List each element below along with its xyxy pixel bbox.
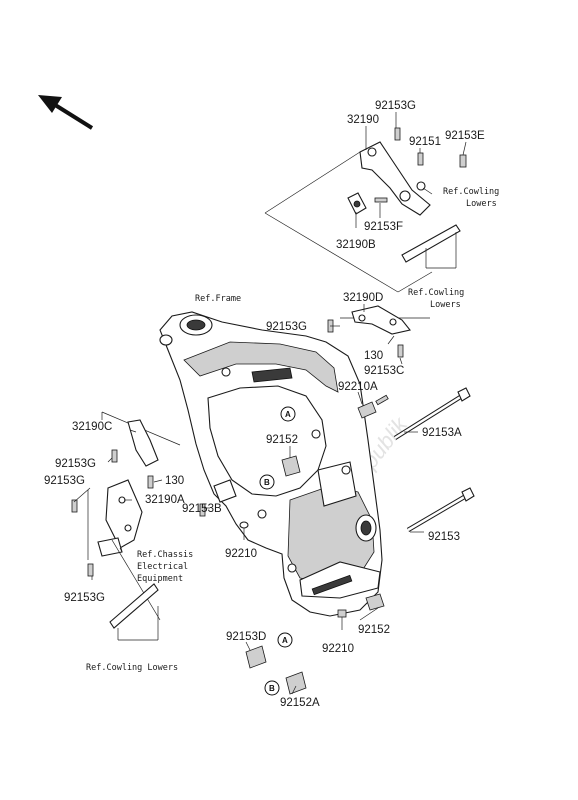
label-92152-right: 92152 — [358, 624, 390, 636]
label-32190A: 32190A — [145, 494, 185, 506]
ref-cowling-2: Ref.Cowling — [408, 288, 464, 298]
collar-92152 — [281, 455, 301, 477]
label-32190B: 32190B — [336, 239, 376, 251]
collar-92210-bottom — [337, 609, 347, 618]
label-92153G-bottom: 92153G — [64, 592, 105, 604]
label-92153D: 92153D — [226, 631, 266, 643]
ref-cowling-2-lowers: Lowers — [430, 300, 461, 310]
ref-frame: Ref.Frame — [195, 294, 241, 304]
collar-92152-right — [365, 593, 385, 611]
spacer-92152A — [285, 671, 307, 695]
label-92210A: 92210A — [338, 381, 378, 393]
label-92153E: 92153E — [445, 130, 485, 142]
svg-text:A: A — [282, 636, 288, 645]
bolt-92153A — [393, 387, 471, 440]
label-92153G-top: 92153G — [375, 100, 416, 112]
bracket-32190A — [71, 479, 206, 641]
ref-chassis-2: Electrical — [137, 562, 188, 572]
bracket-32190-assembly — [347, 127, 467, 269]
label-92153G-left2: 92153G — [44, 475, 85, 487]
label-92153B: 92153B — [182, 503, 222, 515]
ref-cowling-bottom: Ref.Cowling Lowers — [86, 663, 178, 673]
frame-main — [159, 311, 383, 617]
label-92152-mid: 92152 — [266, 434, 298, 446]
marker-a-frame: A — [280, 406, 296, 422]
svg-text:B: B — [269, 684, 275, 693]
collar-92210A — [357, 394, 389, 419]
bolt-92153 — [406, 487, 475, 532]
ref-chassis-1: Ref.Chassis — [137, 550, 193, 560]
label-92210-left: 92210 — [225, 548, 257, 560]
marker-b-frame: B — [259, 474, 275, 490]
label-92151: 92151 — [409, 136, 441, 148]
label-92210-bottom: 92210 — [322, 643, 354, 655]
label-92152A: 92152A — [280, 697, 320, 709]
label-32190D: 32190D — [343, 292, 383, 304]
label-32190C: 32190C — [72, 421, 112, 433]
ref-cowling-1: Ref.Cowling — [443, 187, 499, 197]
label-92153G-mid: 92153G — [266, 321, 307, 333]
label-92153C: 92153C — [364, 365, 404, 377]
front-direction-arrow-icon — [38, 95, 94, 130]
label-130-left: 130 — [165, 475, 184, 487]
leader-lines — [73, 112, 467, 695]
label-92153A: 92153A — [422, 427, 462, 439]
svg-text:B: B — [264, 478, 270, 487]
label-92153G-left: 92153G — [55, 458, 96, 470]
ref-cowling-1-lowers: Lowers — [466, 199, 497, 209]
label-130-right: 130 — [364, 350, 383, 362]
ref-chassis-3: Equipment — [137, 574, 183, 584]
label-92153F: 92153F — [364, 221, 403, 233]
label-32190: 32190 — [347, 114, 379, 126]
svg-text:A: A — [285, 410, 291, 419]
spacer-92153D — [245, 645, 267, 669]
marker-b-bottom: B — [264, 680, 280, 696]
washer-92210 — [239, 521, 249, 529]
marker-a-bottom: A — [277, 632, 293, 648]
label-92153: 92153 — [428, 531, 460, 543]
